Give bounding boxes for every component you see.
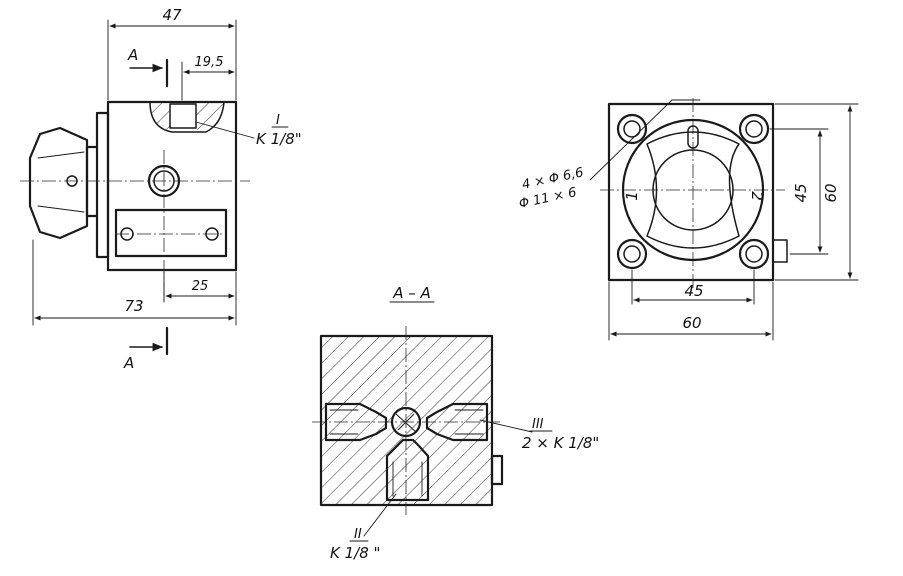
section-left-port [324, 402, 388, 442]
end-body-outline [607, 102, 775, 282]
mounting-bar [114, 208, 228, 258]
section-bottom-port [385, 438, 430, 502]
section-mark-top: A [127, 46, 138, 64]
rotor-housing [621, 118, 765, 262]
section-side-lug [490, 454, 504, 486]
dim-73-label: 73 [124, 297, 143, 315]
rotor-center [652, 149, 734, 231]
rotor-lobes [646, 131, 740, 249]
section-right-port [425, 402, 489, 442]
port-III-thread: 2 × K 1/8" [522, 434, 599, 452]
dim-19-5-label: 19,5 [195, 55, 224, 70]
position-1-label: 1 [623, 191, 641, 201]
top-port-bore [169, 103, 197, 129]
dim-47-label: 47 [162, 6, 182, 24]
section-view: A – A III 2 × K 1/8" II K [312, 284, 599, 562]
hole-bottom-left-inner [623, 245, 641, 263]
section-mark-bottom: A [123, 354, 134, 372]
dim-60h-label: 60 [682, 314, 701, 332]
hole-top-left-inner [623, 120, 641, 138]
hole-bottom-left-outer [616, 238, 648, 270]
port-I-roman: I [276, 113, 280, 128]
cap-neck [85, 145, 99, 218]
hex-cap [28, 126, 89, 240]
dim-60v-label: 60 [822, 183, 840, 202]
hole-top-left-outer [616, 113, 648, 145]
top-port-hatch [150, 102, 224, 130]
port-I-leader [195, 121, 255, 139]
dim-45h-label: 45 [684, 282, 703, 300]
section-hatch [321, 336, 492, 505]
rotor-slot [687, 125, 699, 149]
hole-bottom-right-inner [745, 245, 763, 263]
position-2-label: 2 [748, 191, 766, 201]
port-II-leader [363, 493, 397, 537]
front-view: 47 19,5 A I K 1/8" 25 73 A [20, 6, 302, 372]
hole-top-right-outer [738, 113, 770, 145]
port-III-roman: III [532, 417, 544, 432]
hex-facet-lines [37, 151, 85, 213]
section-body-outline [319, 334, 494, 507]
port-III-leader [479, 419, 533, 433]
flange-plate [95, 111, 110, 259]
dim-25-label: 25 [192, 279, 209, 294]
end-view: 1 2 4 × Φ 6,6 Φ 11 × 6 45 60 45 60 [518, 98, 859, 341]
section-title: A – A [392, 284, 431, 302]
hole-callout-leader [589, 99, 673, 181]
dim-45v-label: 45 [792, 183, 810, 202]
port-I-thread: K 1/8" [256, 130, 302, 148]
side-lug [772, 239, 788, 263]
port-II-roman: II [354, 527, 362, 542]
port-II-thread: K 1/8 " [330, 544, 380, 562]
hole-bottom-right-outer [738, 238, 770, 270]
hole-top-right-inner [745, 120, 763, 138]
